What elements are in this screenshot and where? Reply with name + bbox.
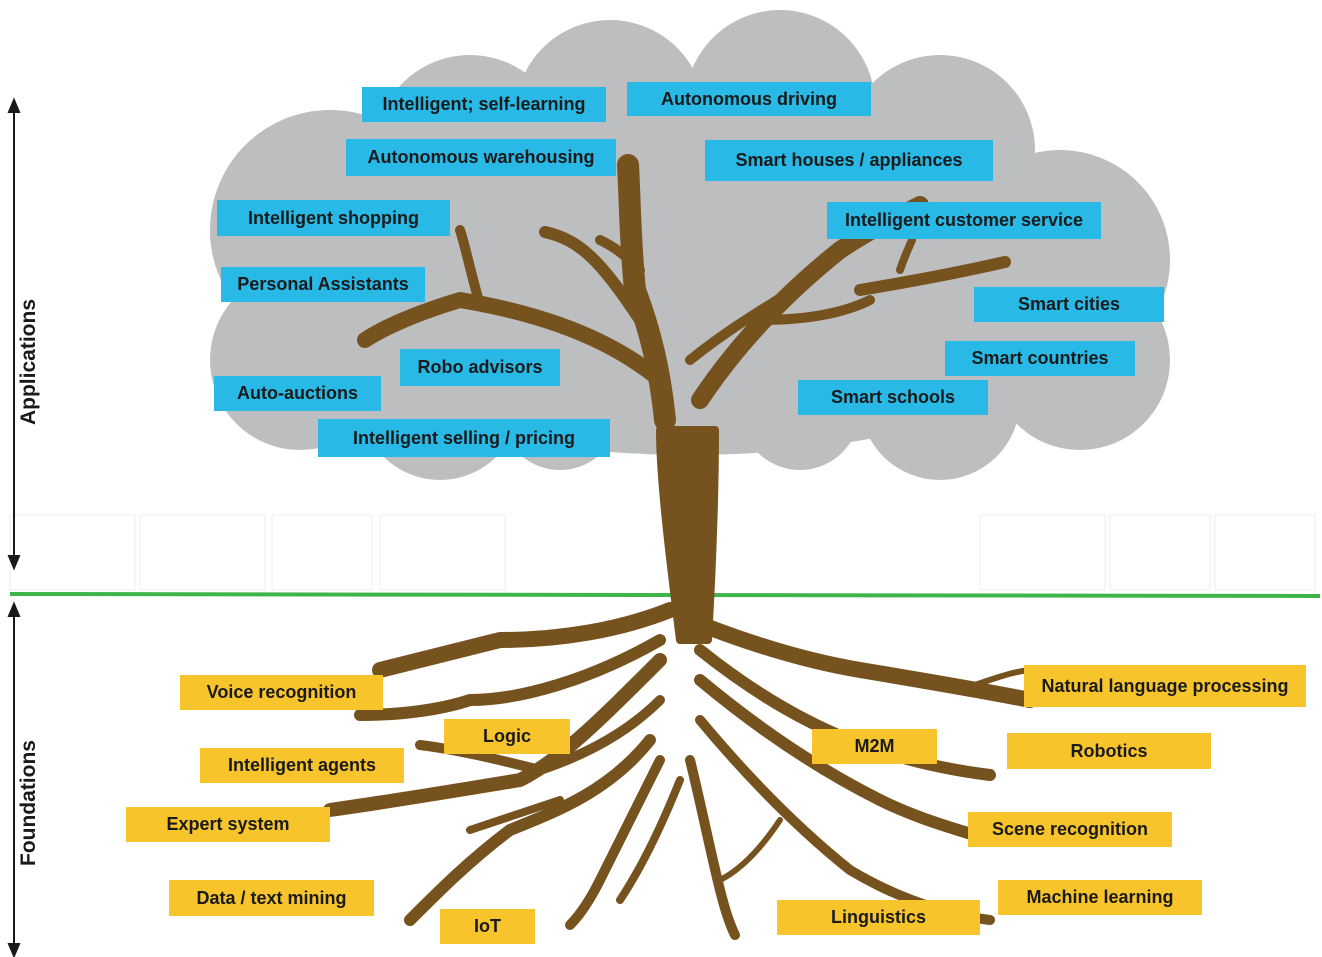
applications-axis-label: Applications	[17, 299, 40, 426]
foundation-box: Expert system	[126, 807, 330, 842]
application-box: Intelligent selling / pricing	[318, 419, 610, 457]
ground-line	[9, 592, 1321, 598]
foundation-box: Natural language processing	[1024, 665, 1306, 707]
horizon-band	[9, 514, 1316, 591]
foundation-box: Voice recognition	[180, 675, 383, 710]
foundation-box: Linguistics	[777, 900, 980, 935]
application-box: Smart cities	[974, 287, 1164, 322]
application-box: Auto-auctions	[214, 376, 381, 411]
foundation-box: IoT	[440, 909, 535, 944]
application-box: Intelligent; self-learning	[362, 87, 606, 122]
foundations-axis-label: Foundations	[17, 740, 40, 866]
foundation-box: Intelligent agents	[200, 748, 404, 783]
vertical-axis-arrows	[7, 97, 21, 957]
application-box: Intelligent customer service	[827, 202, 1101, 239]
foundation-box: Logic	[444, 719, 570, 754]
application-box: Smart schools	[798, 380, 988, 415]
application-box: Intelligent shopping	[217, 200, 450, 236]
foundation-box: Scene recognition	[968, 812, 1172, 847]
foundation-box: M2M	[812, 729, 937, 764]
foundation-box: Robotics	[1007, 733, 1211, 769]
application-box: Smart houses / appliances	[705, 140, 993, 181]
tree	[323, 154, 1038, 940]
application-box: Smart countries	[945, 341, 1135, 376]
application-box: Robo advisors	[400, 349, 560, 386]
foundation-box: Data / text mining	[169, 880, 374, 916]
application-box: Autonomous driving	[627, 82, 871, 116]
application-box: Autonomous warehousing	[346, 139, 616, 176]
application-box: Personal Assistants	[221, 267, 425, 302]
foundation-box: Machine learning	[998, 880, 1202, 915]
